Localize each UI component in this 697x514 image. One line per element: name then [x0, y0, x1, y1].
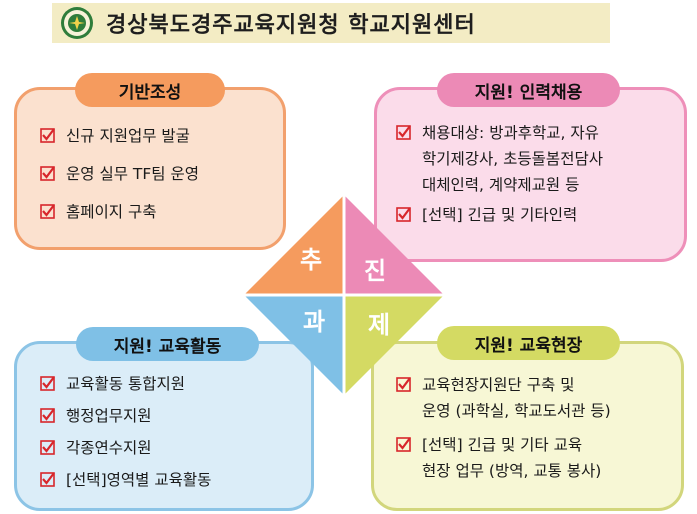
- quadrant-staffing-title: 지원! 인력채용: [437, 73, 620, 107]
- checkbox-check-icon: [40, 128, 55, 143]
- quadrant-activities-list: 교육활동 통합지원 행정업무지원 각종연수지원 [선택]영역별 교육활동: [40, 372, 211, 500]
- list-item: 홈페이지 구축: [40, 200, 199, 238]
- list-item: 각종연수지원: [40, 436, 211, 468]
- list-item: 교육활동 통합지원: [40, 372, 211, 404]
- list-item: 행정업무지원: [40, 404, 211, 436]
- checkbox-check-icon: [396, 437, 411, 452]
- center-diamond: 추 진 과 제: [244, 195, 444, 395]
- center-char-gwa: 과: [302, 308, 326, 336]
- center-diamond-shape: [244, 195, 444, 395]
- header-title: 경상북도경주교육지원청 학교지원센터: [106, 13, 476, 38]
- diamond-top-left: [244, 195, 344, 295]
- center-char-je: 제: [367, 311, 391, 339]
- checkbox-check-icon: [396, 207, 411, 222]
- header-banner: 경상북도경주교육지원청 학교지원센터: [52, 3, 610, 43]
- quadrant-field-box: [371, 341, 684, 511]
- checkbox-check-icon: [40, 204, 55, 219]
- quadrant-foundation-title: 기반조성: [75, 73, 225, 107]
- list-item: [선택]영역별 교육활동: [40, 468, 211, 500]
- checkbox-check-icon: [40, 376, 55, 391]
- diamond-bottom-right: [344, 295, 444, 395]
- quadrant-foundation-list: 신규 지원업무 발굴 운영 실무 TF팀 운영 홈페이지 구축: [40, 124, 199, 238]
- checkbox-check-icon: [396, 377, 411, 392]
- list-item: 신규 지원업무 발굴: [40, 124, 199, 162]
- checkbox-check-icon: [40, 166, 55, 181]
- quadrant-activities-title: 지원! 교육활동: [76, 327, 259, 361]
- checkbox-check-icon: [40, 408, 55, 423]
- center-char-chu: 추: [299, 246, 323, 274]
- checkbox-check-icon: [40, 472, 55, 487]
- office-emblem-icon: [61, 7, 93, 39]
- center-char-jin: 진: [363, 257, 387, 285]
- checkbox-check-icon: [396, 125, 411, 140]
- quadrant-field-title: 지원! 교육현장: [437, 326, 620, 360]
- quadrant-foundation-box: [14, 87, 286, 250]
- diamond-top-right: [344, 195, 444, 295]
- diamond-bottom-left: [244, 295, 344, 395]
- checkbox-check-icon: [40, 440, 55, 455]
- list-item: [선택] 긴급 및 기타인력: [396, 202, 603, 228]
- list-item: 운영 실무 TF팀 운영: [40, 162, 199, 200]
